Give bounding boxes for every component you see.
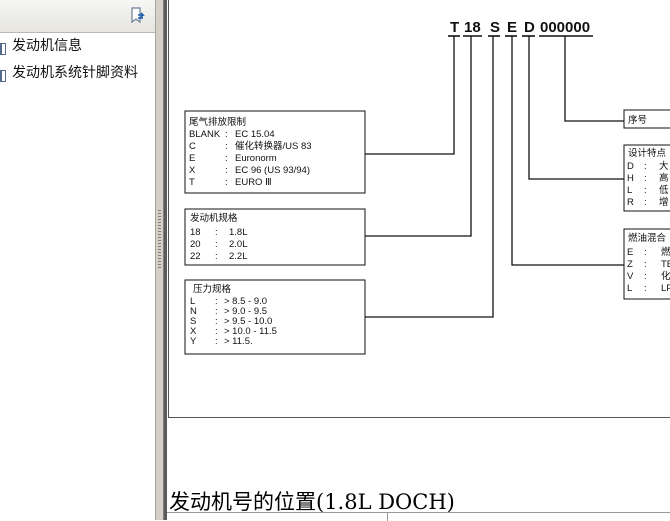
fuel-mixture-box: 燃油混合 E : 燃 Z : TE V : 化 L : LP <box>623 228 670 300</box>
nav-item-label: 发动机系统针脚资料 <box>12 65 138 81</box>
design-value: 大 <box>659 160 669 172</box>
size-value: 2.0L <box>229 239 248 250</box>
table-cell-divider <box>387 513 388 521</box>
code-letter-t: T <box>450 19 459 36</box>
size-code: 18 <box>190 227 201 238</box>
emission-code: E <box>189 153 195 164</box>
page-icon <box>0 40 6 55</box>
design-code: H <box>627 173 634 184</box>
code-letter-design: D <box>524 19 535 36</box>
pressure-code: X <box>190 326 197 337</box>
emission-sep: : <box>225 165 228 176</box>
fuel-value: LP <box>661 283 670 294</box>
emission-sep: : <box>225 153 228 164</box>
code-letter-size: 18 <box>464 19 481 36</box>
design-sep: : <box>644 185 647 196</box>
pane-splitter[interactable] <box>155 0 164 520</box>
fuel-title: 燃油混合 <box>628 232 667 244</box>
pressure-code: N <box>190 306 197 317</box>
pressure-value: > 11.5. <box>224 336 253 347</box>
fuel-code: L <box>627 283 632 294</box>
sync-bookmark-icon[interactable] <box>128 6 148 26</box>
design-sep: : <box>644 161 647 172</box>
emission-sep: : <box>225 129 228 140</box>
fuel-value: TE <box>661 259 670 270</box>
emission-code: T <box>189 177 195 188</box>
engine-code-diagram-frame: T 18 S E D 000000 <box>168 0 670 418</box>
fuel-value: 燃 <box>661 246 670 258</box>
pressure-value: > 9.0 - 9.5 <box>224 306 267 317</box>
content-border <box>164 0 167 520</box>
pressure-sep: : <box>215 296 218 307</box>
pressure-value: > 8.5 - 9.0 <box>224 296 267 307</box>
document-content: T 18 S E D 000000 <box>167 0 670 521</box>
serial-title: 序号 <box>628 114 647 126</box>
design-code: D <box>627 161 634 172</box>
fuel-sep: : <box>644 247 647 258</box>
page-icon <box>0 67 6 82</box>
navigation-toolbar <box>0 0 155 33</box>
design-sep: : <box>644 197 647 208</box>
engine-code-diagram: T 18 S E D 000000 <box>184 19 670 355</box>
emission-value: Euronorm <box>235 153 277 164</box>
emission-value: EURO Ⅲ <box>235 177 272 188</box>
design-value: 高 <box>659 172 669 184</box>
navigation-pane: 发动机信息 发动机系统针脚资料 <box>0 0 155 520</box>
size-value: 1.8L <box>229 227 248 238</box>
emission-value: EC 15.04 <box>235 129 275 140</box>
fuel-sep: : <box>644 259 647 270</box>
pressure-value: > 9.5 - 10.0 <box>224 316 272 327</box>
pressure-code: L <box>190 296 195 307</box>
emission-value: 催化转换器/US 83 <box>235 140 312 152</box>
size-title: 发动机规格 <box>190 212 238 224</box>
splitter-grip[interactable] <box>158 210 161 270</box>
design-code: R <box>627 197 634 208</box>
fuel-code: V <box>627 271 634 282</box>
emission-code: X <box>189 165 196 176</box>
size-sep: : <box>215 227 218 238</box>
design-sep: : <box>644 173 647 184</box>
design-title: 设计特点 <box>628 147 667 159</box>
emission-sep: : <box>225 141 228 152</box>
table-header-row <box>167 512 670 521</box>
pressure-sep: : <box>215 326 218 337</box>
fuel-code: E <box>627 247 633 258</box>
section-heading: 发动机号的位置(1.8L DOCH) <box>169 490 455 514</box>
fuel-value: 化 <box>661 270 670 282</box>
emission-code: BLANK <box>189 129 221 140</box>
engine-size-box: 发动机规格 18 : 1.8L 20 : 2.0L 22 : 2.2L <box>184 208 366 266</box>
emission-sep: : <box>225 177 228 188</box>
pressure-spec-box: 压力规格 L : > 8.5 - 9.0 N : > 9.0 - 9.5 S :… <box>184 279 366 355</box>
size-value: 2.2L <box>229 251 248 262</box>
size-code: 20 <box>190 239 201 250</box>
pressure-code: S <box>190 316 196 327</box>
design-value: 低 <box>659 184 669 196</box>
serial-number-box: 序号 <box>623 109 670 129</box>
fuel-sep: : <box>644 271 647 282</box>
code-serial: 000000 <box>540 19 590 36</box>
code-letter-pressure: S <box>490 19 500 36</box>
emission-title: 尾气排放限制 <box>189 116 246 128</box>
code-letter-fuel: E <box>507 19 517 36</box>
emission-code: C <box>189 141 196 152</box>
pressure-sep: : <box>215 316 218 327</box>
fuel-sep: : <box>644 283 647 294</box>
pressure-value: > 10.0 - 11.5 <box>224 326 277 337</box>
size-sep: : <box>215 251 218 262</box>
design-feature-box: 设计特点 D : 大 H : 高 L : 低 R : 增 <box>623 144 670 212</box>
emission-limit-box: 尾气排放限制 BLANK : EC 15.04 C : 催化转换器/US 83 … <box>184 110 366 194</box>
design-code: L <box>627 185 632 196</box>
size-code: 22 <box>190 251 201 262</box>
nav-item-label: 发动机信息 <box>12 38 82 54</box>
pressure-code: Y <box>190 336 197 347</box>
emission-value: EC 96 (US 93/94) <box>235 165 310 176</box>
pressure-sep: : <box>215 336 218 347</box>
design-value: 增 <box>659 196 669 208</box>
fuel-code: Z <box>627 259 633 270</box>
pressure-sep: : <box>215 306 218 317</box>
pressure-title: 压力规格 <box>193 283 232 295</box>
size-sep: : <box>215 239 218 250</box>
